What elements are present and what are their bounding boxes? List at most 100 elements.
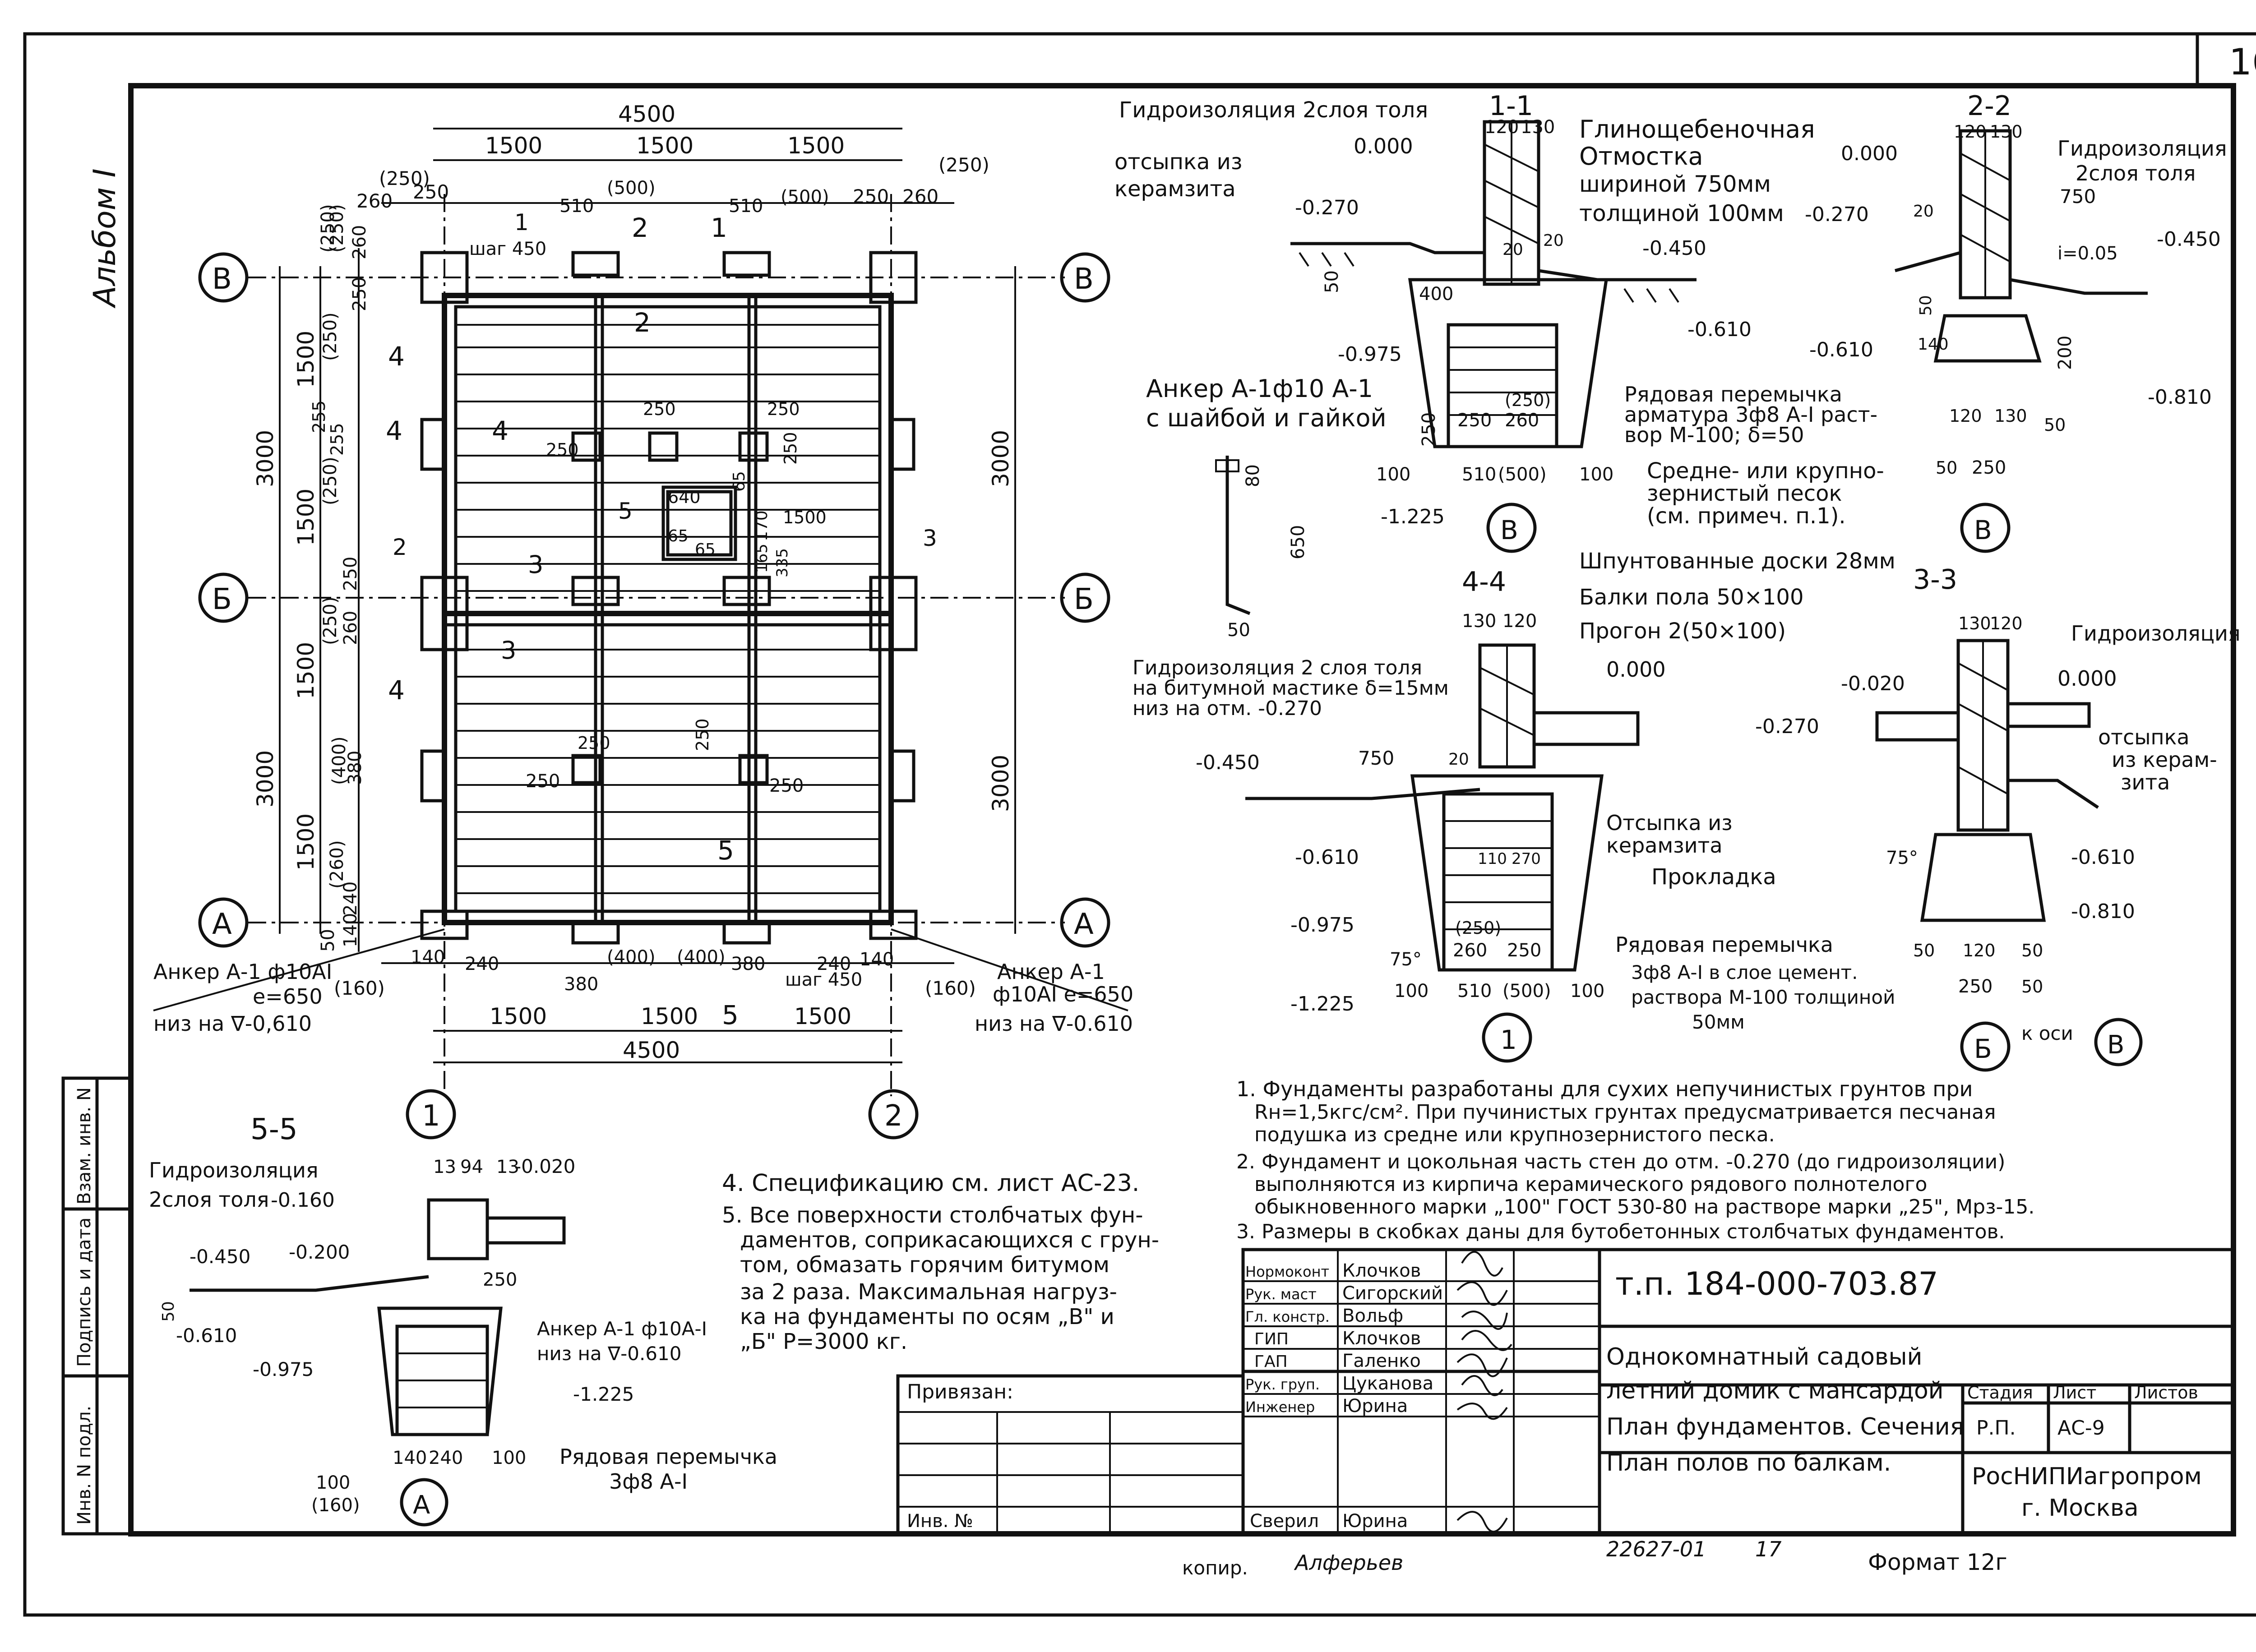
foundation-plan: В В Б Б А А 1 2 4500 1500 1500 1500 (250… [153,101,1133,1140]
svg-text:250: 250 [693,718,712,751]
svg-text:Клочков: Клочков [1342,1328,1421,1349]
svg-text:Сигорский: Сигорский [1342,1283,1443,1304]
svg-text:Цуканова: Цуканова [1342,1373,1433,1394]
svg-text:510: 510 [559,196,594,217]
svg-text:Прогон 2(50×100): Прогон 2(50×100) [1579,618,1786,644]
svg-text:50: 50 [159,1301,178,1322]
svg-text:3: 3 [923,525,937,551]
section-3-3: 3-3 130 120 Гидроизоляция -0.020 0.000 -… [1755,564,2241,1072]
svg-text:т.п. 184-000-703.87: т.п. 184-000-703.87 [1615,1265,1938,1302]
svg-text:1500: 1500 [636,133,693,159]
svg-text:Прокладка: Прокладка [1651,864,1776,890]
svg-text:0.000: 0.000 [1606,657,1666,682]
svg-text:керамзита: керамзита [1114,176,1236,202]
svg-text:(160): (160) [311,1495,360,1516]
svg-text:Нормоконт: Нормоконт [1245,1263,1329,1280]
svg-text:50: 50 [2021,977,2043,997]
svg-text:Гидроизоляция 2 слоя толя: Гидроизоляция 2 слоя толя [1133,656,1422,679]
svg-text:раствора М-100 толщиной: раствора М-100 толщиной [1631,986,1895,1008]
svg-text:-0.975: -0.975 [1290,914,1355,937]
svg-text:Rн=1,5кгс/см². При пучинистых: Rн=1,5кгс/см². При пучинистых грунтах пр… [1254,1101,1996,1124]
svg-text:-1.225: -1.225 [573,1383,634,1405]
svg-text:том, обмазать горячим битумом: том, обмазать горячим битумом [740,1252,1110,1278]
svg-text:130: 130 [1521,117,1555,138]
svg-text:0.000: 0.000 [2057,666,2117,691]
svg-text:3-3: 3-3 [1913,564,1957,595]
svg-text:4: 4 [492,415,509,446]
svg-text:(500): (500) [607,178,656,198]
svg-text:-0.200: -0.200 [289,1241,350,1263]
svg-text:План полов по балкам.: План полов по балкам. [1606,1449,1891,1477]
svg-text:75°: 75° [1886,848,1918,868]
svg-text:В: В [1974,515,1992,545]
svg-text:-0.160: -0.160 [271,1189,335,1212]
side-stamp: Взам. инв. N Подпись и дата Инв. N подл. [61,1076,133,1536]
section-5-5: 5-5 Гидроизоляция 2слоя толя -0.160 13 9… [149,1113,777,1527]
svg-text:Б: Б [1074,583,1094,616]
svg-text:шаг 450: шаг 450 [469,239,546,259]
svg-text:20: 20 [1448,750,1469,769]
svg-text:Б: Б [212,583,232,616]
svg-text:из керам-: из керам- [2112,748,2217,772]
svg-text:380: 380 [564,974,598,995]
svg-text:-0.270: -0.270 [1295,196,1359,219]
svg-text:(см. примеч. п.1).: (см. примеч. п.1). [1647,503,1846,529]
svg-text:Р.П.: Р.П. [1976,1417,2016,1440]
svg-text:РосНИПИагропром: РосНИПИагропром [1972,1463,2202,1490]
svg-text:250: 250 [1507,940,1541,961]
page-number: 16 [2229,41,2256,83]
svg-text:250: 250 [781,432,800,465]
svg-text:260: 260 [1505,410,1539,431]
svg-text:650: 650 [1288,525,1308,559]
svg-text:1. Фундаменты разработаны для: 1. Фундаменты разработаны для сухих непу… [1236,1077,1973,1101]
svg-text:510: 510 [1462,464,1496,485]
svg-text:140: 140 [1918,335,1949,354]
svg-text:50: 50 [2021,941,2043,960]
svg-text:260: 260 [1453,940,1487,961]
svg-text:130: 130 [1462,611,1496,632]
svg-text:50: 50 [2044,415,2066,435]
signatures [1456,1251,1512,1532]
svg-text:-0.610: -0.610 [2071,846,2135,869]
svg-text:110: 110 [1478,850,1507,868]
svg-text:Стадия: Стадия [1967,1383,2033,1403]
svg-text:Инженер: Инженер [1245,1398,1315,1416]
svg-text:(500): (500) [1502,981,1551,1001]
svg-text:даментов, соприкасающихся с гр: даментов, соприкасающихся с грун- [740,1227,1159,1253]
svg-text:5-5: 5-5 [250,1113,298,1146]
svg-text:(250): (250) [1505,390,1551,410]
svg-text:с шайбой и гайкой: с шайбой и гайкой [1146,404,1387,432]
svg-text:Анкер А-1 ф10АI: Анкер А-1 ф10АI [153,960,332,984]
svg-text:Клочков: Клочков [1342,1260,1421,1281]
svg-text:140: 140 [411,947,445,968]
svg-text:750: 750 [2060,185,2096,208]
svg-text:-0.020: -0.020 [514,1155,575,1177]
svg-text:Анкер А-1 ф10А-I: Анкер А-1 ф10А-I [537,1318,707,1340]
svg-text:Гидроизоляция 2слоя толя: Гидроизоляция 2слоя толя [1119,97,1428,123]
svg-text:Инв. N подл.: Инв. N подл. [74,1406,95,1525]
svg-text:2: 2 [632,212,648,243]
svg-text:ка на фундаменты по осям „В" и: ка на фундаменты по осям „В" и [740,1304,1114,1329]
svg-text:240: 240 [429,1448,463,1468]
svg-text:Сверил: Сверил [1250,1511,1319,1532]
svg-text:А: А [413,1490,430,1520]
svg-text:2: 2 [884,1099,903,1133]
svg-text:4: 4 [388,341,405,372]
outer-frame [23,32,2256,1617]
svg-text:-0.610: -0.610 [1295,846,1359,869]
svg-text:17: 17 [1755,1537,1782,1561]
svg-text:-0.610: -0.610 [1687,318,1752,341]
svg-text:-1.225: -1.225 [1290,992,1355,1015]
svg-text:керамзита: керамзита [1606,833,1723,858]
svg-text:3000: 3000 [252,430,278,487]
notes-right: 1. Фундаменты разработаны для сухих непу… [1236,1077,2034,1243]
svg-text:Гл. констр.: Гл. констр. [1245,1308,1330,1325]
svg-text:(500): (500) [1498,464,1547,485]
svg-text:толщиной 100мм: толщиной 100мм [1579,200,1784,226]
svg-text:100: 100 [1570,981,1604,1001]
svg-text:65: 65 [730,471,749,492]
svg-text:3ф8 А-I в слое цемент.: 3ф8 А-I в слое цемент. [1631,961,1858,983]
svg-text:380: 380 [731,954,765,974]
svg-text:Рук. груп.: Рук. груп. [1245,1376,1320,1393]
svg-text:шаг 450: шаг 450 [785,969,862,990]
